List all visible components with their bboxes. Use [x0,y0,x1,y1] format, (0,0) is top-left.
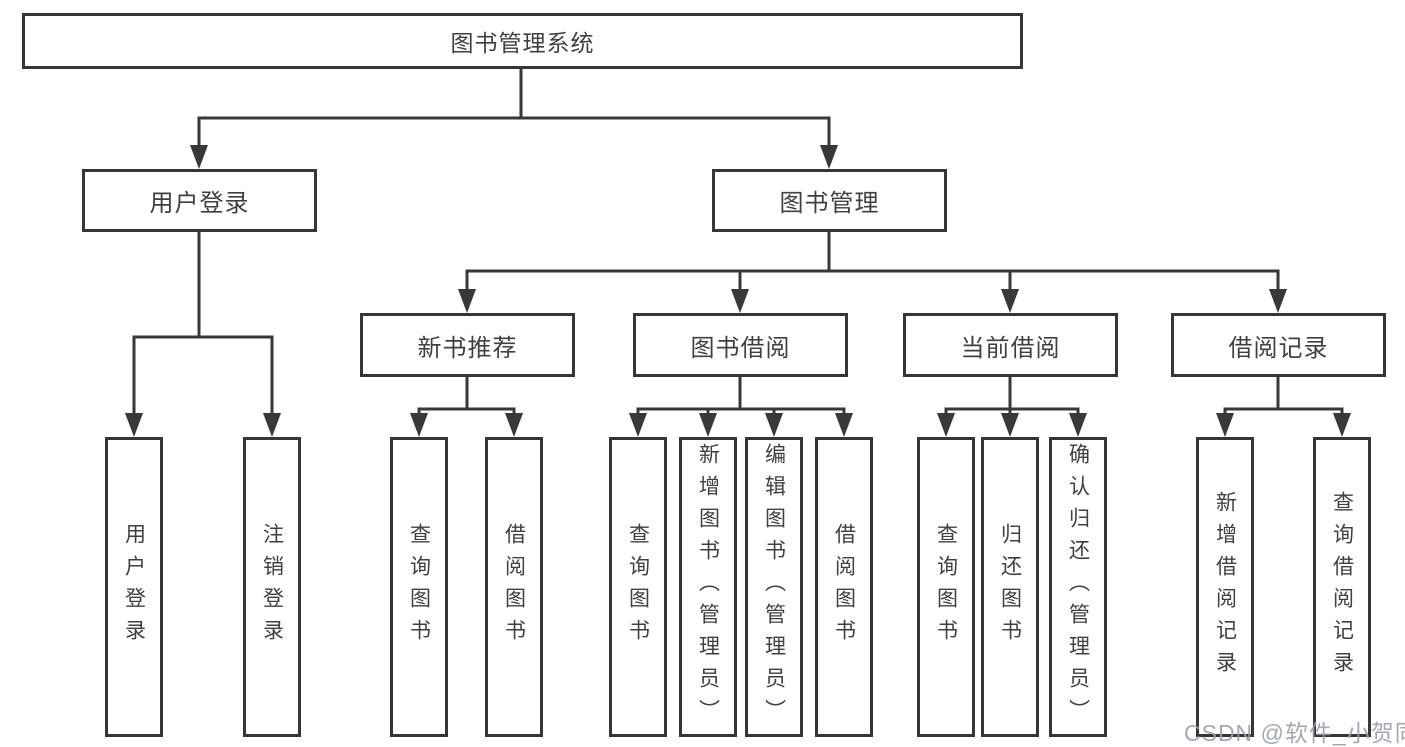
node-query-borrow-record: 查询借阅记录 [1313,437,1371,737]
arrow-down-icon [190,145,208,169]
node-book-management: 图书管理 [712,169,947,232]
arrowhead-icons [125,145,1351,437]
node-user-login-leaf: 用户登录 [105,437,163,737]
node-add-book-admin: 新增图书（管理员） [679,437,737,737]
arrow-down-icon [458,289,476,313]
connector-root-to-level2 [197,69,831,150]
node-query-books-recommend-label: 查询图书 [407,523,431,651]
arrow-down-icon [505,413,523,437]
node-borrow-books-borrowing: 借阅图书 [815,437,873,737]
connector-new-book-recommend-group [417,377,516,416]
node-book-borrowing-label: 图书借阅 [690,334,791,362]
node-borrowing-records-label: 借阅记录 [1228,334,1329,362]
node-root: 图书管理系统 [22,13,1023,69]
node-query-books-borrowing-label: 查询图书 [626,523,650,651]
node-add-borrow-record-label: 新增借阅记录 [1213,491,1237,683]
node-borrow-books-recommend-label: 借阅图书 [502,523,526,651]
node-query-books-recommend: 查询图书 [390,437,448,737]
connector-user-login-group [132,232,274,416]
connector-book-management-to-level3 [465,232,1280,292]
arrow-down-icon [699,413,717,437]
arrow-down-icon [1001,413,1019,437]
node-return-book-label: 归还图书 [998,523,1022,651]
arrow-down-icon [731,289,749,313]
node-edit-book-admin-label: 编辑图书（管理员） [762,443,786,731]
node-logout-label: 注销登录 [260,523,284,651]
arrow-down-icon [1216,413,1234,437]
node-confirm-return-admin-label: 确认归还（管理员） [1066,443,1090,731]
arrow-down-icon [937,413,955,437]
connector-lines [132,69,1344,416]
node-add-book-admin-label: 新增图书（管理员） [696,443,720,731]
node-logout: 注销登录 [243,437,301,737]
node-query-borrow-record-label: 查询借阅记录 [1330,491,1354,683]
connector-borrowing-records-group [1223,377,1344,416]
csdn-watermark: CSDN @软件_小贺同学 [1184,720,1405,746]
node-borrow-books-recommend: 借阅图书 [485,437,543,737]
arrow-down-icon [1269,289,1287,313]
node-edit-book-admin: 编辑图书（管理员） [745,437,803,737]
arrow-down-icon [410,413,428,437]
arrow-down-icon [629,413,647,437]
arrow-down-icon [765,413,783,437]
node-confirm-return-admin: 确认归还（管理员） [1049,437,1107,737]
node-book-management-label: 图书管理 [779,190,880,217]
arrow-down-icon [1069,413,1087,437]
arrow-down-icon [820,145,838,169]
node-current-borrowing-label: 当前借阅 [960,334,1061,362]
node-add-borrow-record: 新增借阅记录 [1196,437,1254,737]
arrow-down-icon [835,413,853,437]
node-borrow-books-borrowing-label: 借阅图书 [832,523,856,651]
arrow-down-icon [263,413,281,437]
node-new-book-recommend-label: 新书推荐 [417,334,518,362]
arrow-down-icon [125,413,143,437]
node-user-login-leaf-label: 用户登录 [122,523,146,651]
node-user-login: 用户登录 [82,169,317,232]
connector-current-borrowing-group [944,377,1080,416]
node-query-books-current-label: 查询图书 [934,523,958,651]
arrow-down-icon [1001,289,1019,313]
node-user-login-label: 用户登录 [149,190,250,217]
arrow-down-icon [1333,413,1351,437]
node-root-label: 图书管理系统 [450,30,595,56]
node-query-books-current: 查询图书 [917,437,975,737]
node-return-book: 归还图书 [981,437,1039,737]
node-new-book-recommend: 新书推荐 [360,313,575,377]
connector-book-borrowing-group [636,377,846,416]
node-borrowing-records: 借阅记录 [1171,313,1386,377]
node-book-borrowing: 图书借阅 [633,313,848,377]
node-query-books-borrowing: 查询图书 [609,437,667,737]
node-current-borrowing: 当前借阅 [903,313,1118,377]
